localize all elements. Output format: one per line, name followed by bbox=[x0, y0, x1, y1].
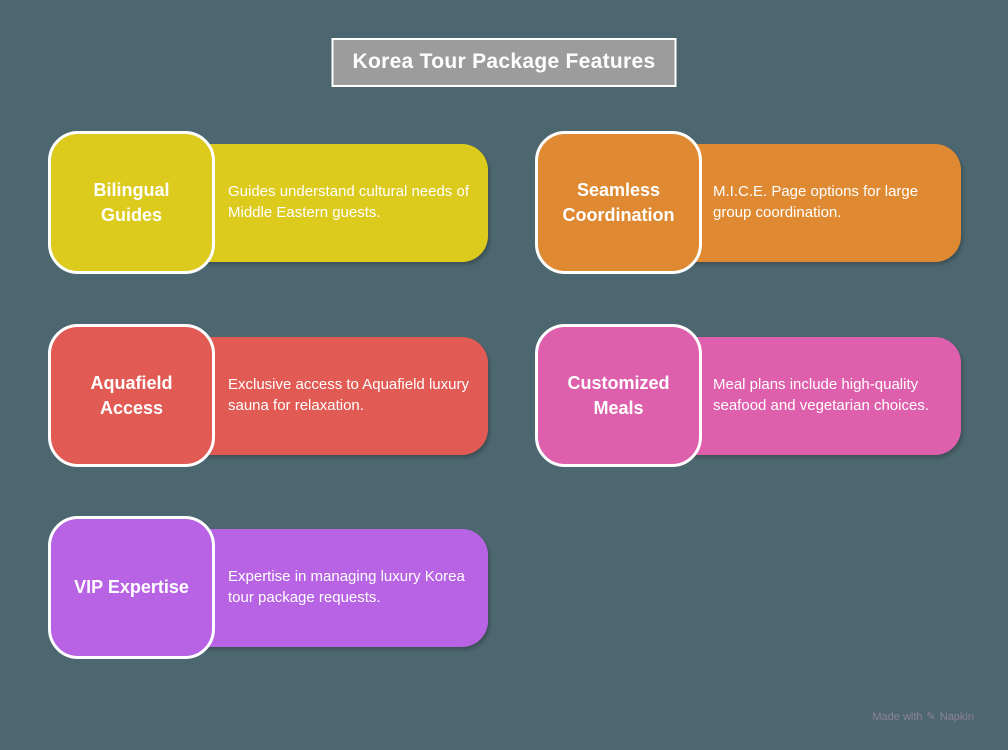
watermark-prefix: Made with bbox=[872, 711, 923, 723]
diagram-title-box: Korea Tour Package Features bbox=[331, 38, 677, 87]
feature-title: VIP Expertise bbox=[74, 577, 189, 598]
feature-title-badge: Customized Meals bbox=[535, 324, 702, 467]
feature-card-vip-expertise: Expertise in managing luxury Korea tour … bbox=[48, 516, 518, 661]
feature-card-seamless-coordination: M.I.C.E. Page options for large group co… bbox=[535, 131, 1005, 276]
feature-title: Customized Meals bbox=[567, 373, 670, 418]
feature-title: Seamless Coordination bbox=[562, 180, 675, 225]
feature-title-badge: Aquafield Access bbox=[48, 324, 215, 467]
feature-title: Bilingual Guides bbox=[93, 180, 170, 225]
napkin-pen-icon: ✎ bbox=[926, 710, 936, 723]
feature-card-bilingual-guides: Guides understand cultural needs of Midd… bbox=[48, 131, 518, 276]
feature-title-badge: Seamless Coordination bbox=[535, 131, 702, 274]
feature-title-badge: Bilingual Guides bbox=[48, 131, 215, 274]
feature-description: Guides understand cultural needs of Midd… bbox=[228, 183, 469, 221]
feature-description: M.I.C.E. Page options for large group co… bbox=[713, 183, 919, 221]
feature-title-badge: VIP Expertise bbox=[48, 516, 215, 659]
feature-description: Expertise in managing luxury Korea tour … bbox=[228, 568, 465, 606]
feature-description: Meal plans include high-quality seafood … bbox=[713, 376, 929, 414]
made-with-napkin-watermark: Made with ✎ Napkin bbox=[872, 711, 974, 723]
diagram-title: Korea Tour Package Features bbox=[352, 50, 656, 73]
feature-card-customized-meals: Meal plans include high-quality seafood … bbox=[535, 324, 1005, 469]
feature-description: Exclusive access to Aquafield luxury sau… bbox=[228, 376, 469, 414]
watermark-brand: Napkin bbox=[939, 711, 974, 723]
feature-title: Aquafield Access bbox=[90, 373, 173, 418]
feature-card-aquafield-access: Exclusive access to Aquafield luxury sau… bbox=[48, 324, 518, 469]
